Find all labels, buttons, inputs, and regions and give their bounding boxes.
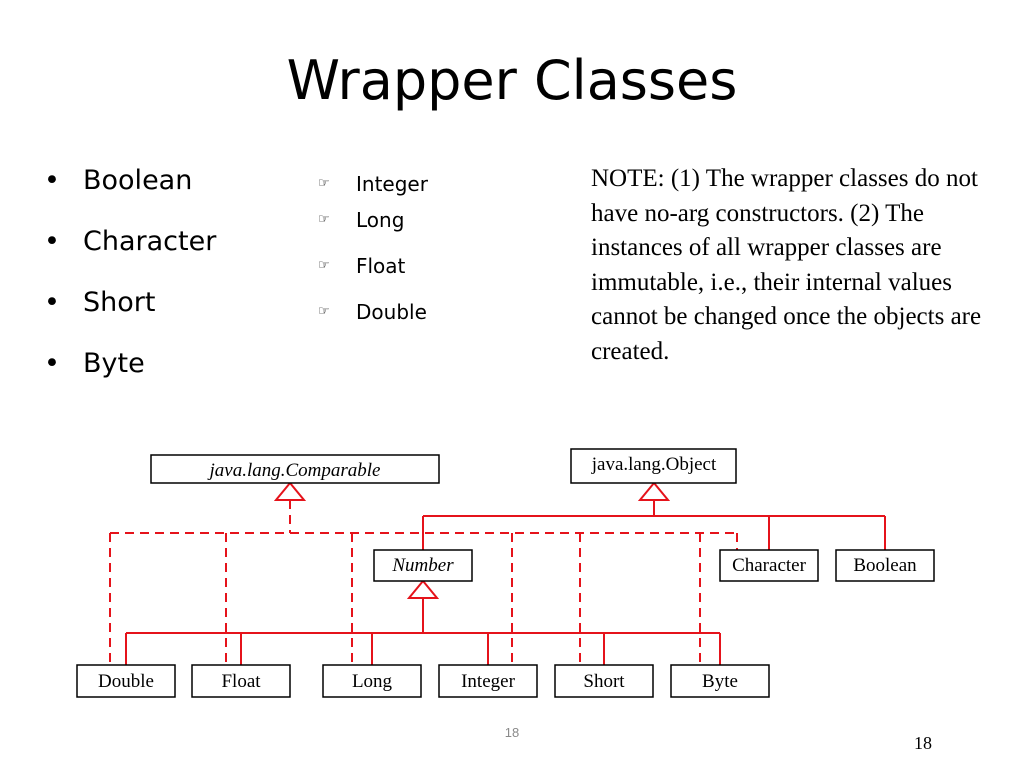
comparable-interface-box: java.lang.Comparable: [150, 454, 440, 484]
list-item-label: Float: [356, 254, 406, 278]
extends-object-edges: [422, 500, 886, 550]
object-label: java.lang.Object: [591, 454, 717, 475]
object-class-box: java.lang.Object: [570, 448, 737, 484]
footer-slide-number: 18: [504, 725, 520, 740]
bullet-icon: •: [44, 348, 60, 379]
list-item-label: Integer: [356, 172, 428, 196]
wrapper-list-right: ☞ Integer ☞ Long ☞ Float ☞ Double: [318, 170, 428, 326]
list-item-label: Byte: [83, 348, 145, 379]
pointing-hand-icon: ☞: [318, 176, 330, 191]
list-item: ☞ Float: [318, 252, 428, 280]
list-item: ☞ Integer: [318, 170, 428, 198]
byte-label: Byte: [702, 671, 738, 692]
pointing-hand-icon: ☞: [318, 304, 330, 319]
bullet-icon: •: [44, 165, 60, 196]
list-item-label: Long: [356, 208, 405, 232]
list-item: • Byte: [44, 343, 216, 404]
float-label: Float: [221, 671, 261, 692]
byte-class-box: Byte: [670, 664, 770, 698]
list-item-label: Double: [356, 300, 427, 324]
integer-label: Integer: [461, 671, 515, 692]
number-arrowhead: [406, 579, 440, 599]
inheritance-edges: [109, 481, 886, 665]
pointing-hand-icon: ☞: [318, 212, 330, 227]
boolean-class-box: Boolean: [835, 549, 935, 582]
list-item-label: Short: [83, 287, 156, 318]
pointing-hand-icon: ☞: [318, 258, 330, 273]
implements-comparable-edges: [109, 500, 738, 665]
note-text: NOTE: (1) The wrapper classes do not hav…: [591, 165, 982, 365]
bullet-icon: •: [44, 287, 60, 318]
slide-title: Wrapper Classes: [286, 49, 738, 112]
wrapper-list-left: • Boolean • Character • Short • Byte: [44, 160, 216, 404]
page-number: 18: [914, 733, 932, 753]
character-class-box: Character: [719, 549, 819, 582]
list-item: • Short: [44, 282, 216, 343]
extends-number-edges: [125, 598, 721, 665]
float-class-box: Float: [191, 664, 291, 698]
list-item-label: Character: [83, 226, 217, 257]
list-item: ☞ Double: [318, 298, 428, 326]
double-class-box: Double: [76, 664, 176, 698]
list-item-label: Boolean: [83, 165, 193, 196]
short-label: Short: [583, 671, 625, 692]
boolean-label: Boolean: [853, 555, 917, 576]
object-arrowhead: [637, 481, 671, 501]
list-item: • Character: [44, 221, 216, 282]
comparable-arrowhead: [273, 481, 307, 501]
number-class-box: Number: [373, 549, 473, 582]
short-class-box: Short: [554, 664, 654, 698]
list-item: ☞ Long: [318, 206, 428, 234]
list-item: • Boolean: [44, 160, 216, 221]
character-label: Character: [732, 555, 807, 576]
integer-class-box: Integer: [438, 664, 538, 698]
long-label: Long: [352, 671, 393, 692]
bullet-icon: •: [44, 226, 60, 257]
number-label: Number: [391, 555, 454, 576]
long-class-box: Long: [322, 664, 422, 698]
double-label: Double: [98, 671, 154, 692]
comparable-label: java.lang.Comparable: [207, 460, 381, 481]
